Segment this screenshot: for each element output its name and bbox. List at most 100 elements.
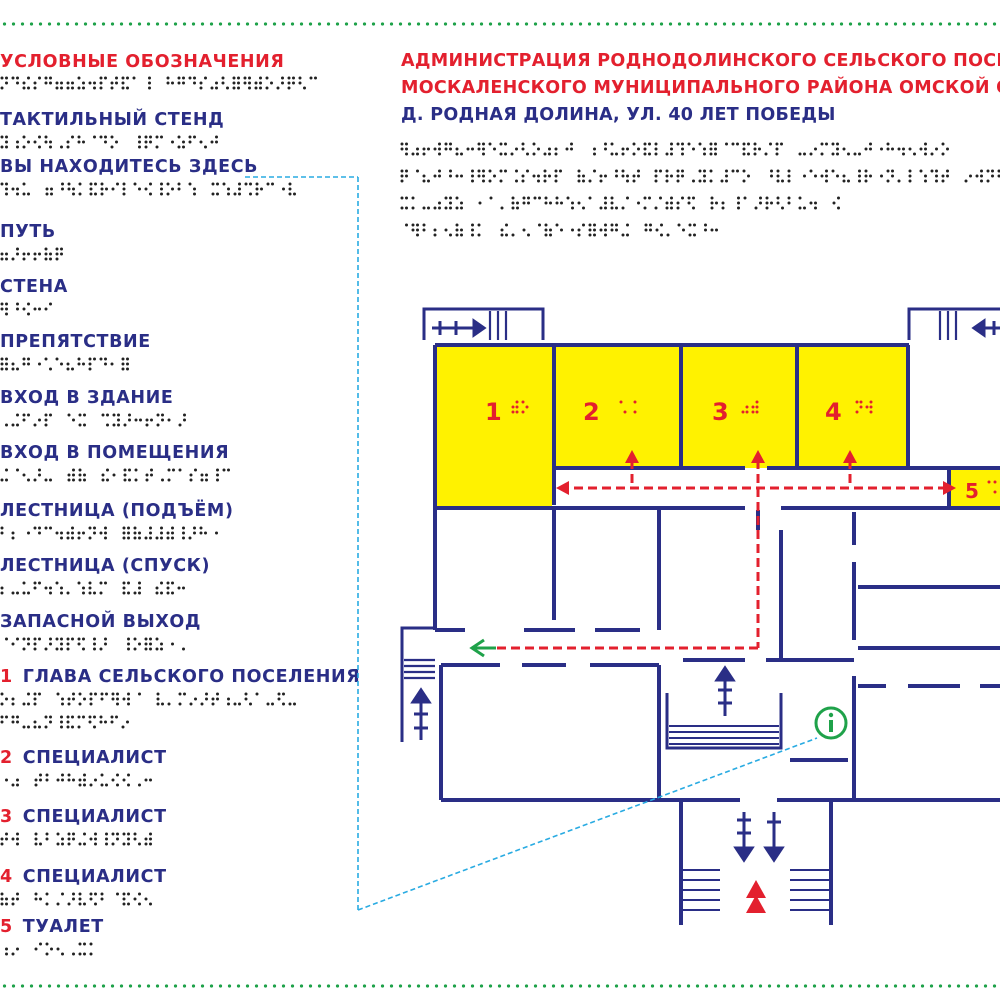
title-line-1: АДМИНИСТРАЦИЯ РОДНОДОЛИНСКОГО СЕЛЬСКОГО … bbox=[401, 51, 1000, 71]
legend-item: 4 СПЕЦИАЛИСТ bbox=[0, 867, 345, 910]
legend-item: ВЫ НАХОДИТЕСЬ ЗДЕСЬ bbox=[0, 157, 345, 200]
legend-item-text: СПЕЦИАЛИСТ bbox=[22, 867, 167, 887]
legend-item-text: ВЫ НАХОДИТЕСЬ ЗДЕСЬ bbox=[0, 157, 259, 177]
braille-text bbox=[0, 692, 296, 706]
braille-text bbox=[0, 357, 129, 371]
info-icon[interactable] bbox=[814, 706, 848, 740]
room-braille-dot bbox=[755, 400, 759, 404]
braille-text bbox=[0, 182, 296, 196]
room-braille-dot bbox=[623, 410, 627, 414]
legend-item-label: ВХОД В ЗДАНИЕ bbox=[0, 388, 173, 408]
legend-item-text: ТАКТИЛЬНЫЙ СТЕНД bbox=[0, 110, 225, 130]
room-braille-dot bbox=[633, 410, 637, 414]
braille-text bbox=[0, 76, 317, 90]
emergency-exit-arrow bbox=[469, 638, 496, 658]
legend-item-label: СТЕНА bbox=[0, 277, 68, 297]
legend-heading-text: УСЛОВНЫЕ ОБОЗНАЧЕНИЯ bbox=[0, 52, 285, 72]
you-are-here-leader bbox=[245, 176, 818, 911]
legend-item: СТЕНА bbox=[0, 277, 345, 320]
room-3-number: 3 bbox=[712, 398, 729, 426]
room-braille-dot bbox=[515, 400, 519, 404]
legend-item-label: ПУТЬ bbox=[0, 222, 56, 242]
bottom-border-dots bbox=[0, 984, 1000, 988]
braille-text bbox=[0, 832, 152, 846]
room-braille-dot bbox=[511, 410, 515, 414]
legend-item-text: ВХОД В ЗДАНИЕ bbox=[0, 388, 174, 408]
entrance-arrow-left bbox=[432, 318, 487, 338]
title-braille bbox=[400, 140, 1000, 248]
legend-item-text: ТУАЛЕТ bbox=[22, 917, 104, 937]
braille-text bbox=[5, 942, 93, 956]
legend-item-number: 4 bbox=[0, 867, 13, 887]
legend-item: ЛЕСТНИЦА (СПУСК) bbox=[0, 556, 345, 599]
legend-item-text: ЗАПАСНОЙ ВЫХОД bbox=[0, 612, 202, 632]
legend-item-label: ЛЕСТНИЦА (ПОДЪЁМ) bbox=[0, 501, 234, 521]
room-braille-dot bbox=[869, 405, 873, 409]
braille-text bbox=[405, 223, 718, 237]
legend-item-number: 3 bbox=[0, 807, 13, 827]
stairs-top-right bbox=[907, 307, 1000, 340]
braille-text bbox=[0, 892, 152, 906]
braille-text bbox=[400, 169, 1000, 183]
room-braille bbox=[511, 400, 997, 494]
legend-item-number: 1 bbox=[0, 667, 13, 687]
legend-item-text: ПРЕПЯТСТВИЕ bbox=[0, 332, 151, 352]
legend-item-label: 4 СПЕЦИАЛИСТ bbox=[0, 867, 167, 887]
legend-item: ТАКТИЛЬНЫЙ СТЕНД bbox=[0, 110, 345, 153]
legend-item-text: ЛЕСТНИЦА (ПОДЪЁМ) bbox=[0, 501, 234, 521]
legend-item-text: ПУТЬ bbox=[0, 222, 56, 242]
room-braille-dot bbox=[755, 405, 759, 409]
legend-item: ПРЕПЯТСТВИЕ bbox=[0, 332, 345, 375]
room-braille-dot bbox=[619, 400, 623, 404]
legend-item-label: 5 ТУАЛЕТ bbox=[0, 917, 104, 937]
legend-item-label: ЗАПАСНОЙ ВЫХОД bbox=[0, 612, 201, 632]
legend-item: 1 ГЛАВА СЕЛЬСКОГО ПОСЕЛЕНИЯ bbox=[0, 667, 360, 733]
room-4[interactable] bbox=[799, 345, 907, 468]
room-3[interactable] bbox=[682, 345, 796, 468]
room-braille-dot bbox=[987, 480, 991, 484]
route-path bbox=[483, 460, 948, 650]
legend-item-label: ВЫ НАХОДИТЕСЬ ЗДЕСЬ bbox=[0, 157, 258, 177]
braille-text bbox=[0, 468, 230, 482]
legend-item-text: СПЕЦИАЛИСТ bbox=[22, 748, 167, 768]
room-braille-dot bbox=[869, 400, 873, 404]
legend-item-label: ПРЕПЯТСТВИЕ bbox=[0, 332, 151, 352]
stairs-up-arrow-left bbox=[410, 687, 432, 740]
room-braille-dot bbox=[741, 410, 745, 414]
braille-text bbox=[0, 302, 52, 316]
braille-text bbox=[400, 142, 949, 156]
braille-text bbox=[5, 637, 185, 651]
legend-item-text: ГЛАВА СЕЛЬСКОГО ПОСЕЛЕНИЯ bbox=[22, 667, 361, 687]
room-braille-dot bbox=[865, 405, 869, 409]
legend-item-number: 2 bbox=[0, 748, 13, 768]
braille-text bbox=[5, 413, 186, 427]
room-braille-dot bbox=[515, 405, 519, 409]
legend-item-label: ВХОД В ПОМЕЩЕНИЯ bbox=[0, 443, 229, 463]
stairs-entrance bbox=[683, 869, 829, 911]
title-line-2: МОСКАЛЕНСКОГО МУНИЦИПАЛЬНОГО РАЙОНА ОМСК… bbox=[401, 78, 1000, 98]
room-braille-dot bbox=[993, 480, 997, 484]
room-braille-dot bbox=[751, 405, 755, 409]
sign-title: АДМИНИСТРАЦИЯ РОДНОДОЛИНСКОГО СЕЛЬСКОГО … bbox=[401, 48, 1000, 129]
room-2[interactable] bbox=[556, 345, 679, 468]
stairs-up-arrow-middle bbox=[714, 665, 736, 716]
room-braille-dot bbox=[993, 490, 997, 494]
legend-heading: УСЛОВНЫЕ ОБОЗНАЧЕНИЯ bbox=[0, 52, 285, 72]
legend-item: ЛЕСТНИЦА (ПОДЪЁМ) bbox=[0, 501, 345, 544]
legend-item: ЗАПАСНОЙ ВЫХОД bbox=[0, 612, 345, 655]
room-braille-dot bbox=[525, 405, 529, 409]
legend-item-text: СТЕНА bbox=[0, 277, 68, 297]
rooms bbox=[437, 345, 1000, 509]
room-braille-dot bbox=[745, 410, 749, 414]
braille-text bbox=[400, 196, 840, 210]
room-5[interactable] bbox=[951, 468, 1000, 508]
legend-item-number: 5 bbox=[0, 917, 13, 937]
room-braille-dot bbox=[521, 400, 525, 404]
room-1[interactable] bbox=[437, 345, 552, 509]
room-braille-dot bbox=[869, 410, 873, 414]
legend-item: ВХОД В ПОМЕЩЕНИЯ bbox=[0, 443, 345, 486]
entrance-arrow bbox=[746, 880, 766, 913]
